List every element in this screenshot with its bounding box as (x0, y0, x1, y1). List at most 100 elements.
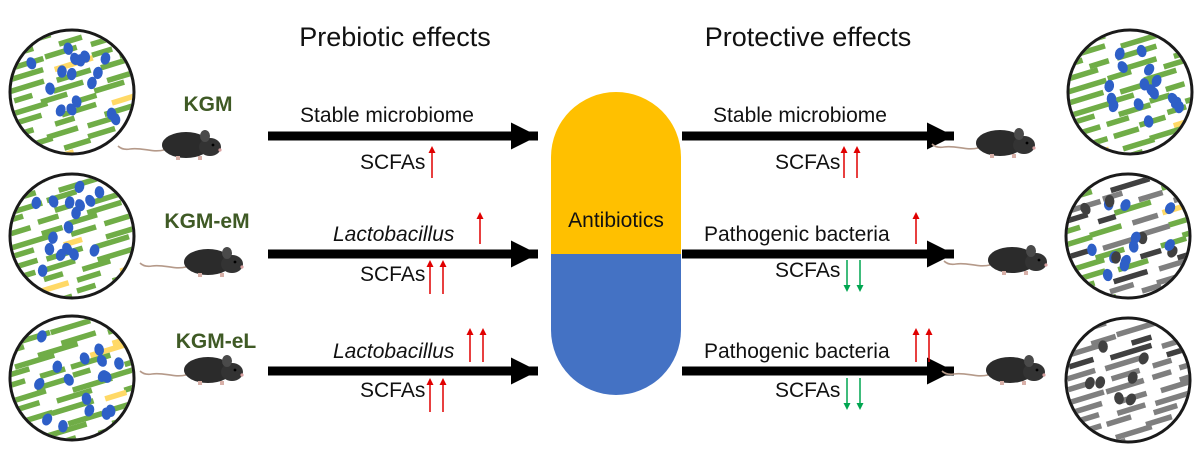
microbiome-circle-kgm-em (8, 172, 136, 300)
row1-right-label: Stable microbiome (713, 104, 887, 127)
bacteria-rod (86, 199, 123, 216)
bacteria-rod (1068, 257, 1105, 274)
bacteria-rod (1067, 367, 1096, 382)
bacteria-rod (1152, 357, 1173, 369)
bacteria-rod (1149, 149, 1176, 153)
bacteria-coccus (1095, 376, 1106, 389)
mouse-nose (1042, 373, 1046, 377)
bacteria-rod (1067, 435, 1094, 441)
bacteria-rod (1160, 379, 1189, 394)
bacteria-rod (1120, 32, 1159, 49)
mouse-head (199, 138, 221, 156)
bacteria-coccus (89, 244, 100, 257)
bacteria-rod (1109, 281, 1135, 295)
bacteria-coccus (1136, 44, 1147, 58)
bacteria-rod (1191, 139, 1200, 150)
bacteria-coccus (1149, 87, 1159, 100)
bacteria-coccus (1174, 100, 1184, 114)
bacteria-rod (1067, 292, 1090, 297)
microbiome-circle-dysbiotic (1064, 316, 1192, 444)
bacteria-rod (1173, 280, 1189, 296)
bacteria-rod (1116, 402, 1147, 417)
bacteria-rod (11, 366, 31, 380)
circle-border (8, 172, 136, 300)
bacteria-coccus (1128, 240, 1139, 253)
indicator-arrow-down (856, 260, 864, 292)
bacteria-coccus (94, 343, 104, 356)
mouse-eye (233, 368, 237, 372)
indicator-arrow-up (476, 212, 484, 244)
mouse-head (1013, 136, 1035, 154)
bacteria-coccus (48, 195, 59, 208)
bacteria-rod (1094, 246, 1126, 261)
bacteria-rod (123, 127, 133, 139)
bacteria-coccus (84, 404, 95, 417)
bacteria-rod (1067, 211, 1089, 227)
bacteria-coccus (87, 76, 97, 90)
bacteria-rod (43, 271, 64, 283)
bacteria-coccus (70, 52, 80, 66)
indicator-arrow-up (426, 378, 434, 412)
bacteria-rod (1152, 402, 1179, 416)
mouse-tail (117, 145, 165, 152)
bacteria-rod (1148, 92, 1171, 104)
bacteria-rod (1151, 369, 1172, 381)
indicator-arrow-up (466, 328, 474, 362)
bacteria-coccus (1164, 239, 1175, 251)
bacteria-rod (1067, 280, 1096, 296)
mouse-foot (1012, 154, 1016, 158)
bacteria-rod (1069, 89, 1105, 107)
bacteria-rod (1089, 223, 1123, 239)
row2-left-label: Lactobacillus (333, 223, 455, 246)
bacteria-coccus (1106, 92, 1117, 106)
bacteria-rod (11, 433, 39, 439)
bacteria-rod (63, 137, 92, 151)
microbiome-circle-mixed (1064, 172, 1192, 300)
sample-label-kgm: KGM (184, 93, 233, 116)
bacteria-coccus (1138, 352, 1149, 365)
bacteria-rod (113, 176, 133, 193)
sample-label-kgm-el: KGM-eL (176, 330, 257, 353)
bacteria-rod (135, 81, 158, 93)
bacteria-rod (1068, 356, 1095, 370)
bacteria-rod (1122, 136, 1156, 152)
mouse-body (184, 357, 232, 383)
circle-border (1064, 172, 1192, 300)
bacteria-coccus (31, 196, 42, 210)
bacteria-rod (11, 225, 32, 237)
bacteria-rod (1162, 57, 1187, 70)
bacteria-coccus (80, 50, 91, 63)
bacteria-rod (1145, 414, 1173, 428)
bacteria-rod (11, 233, 52, 251)
mouse-foot (198, 156, 202, 160)
mouse-icon (139, 355, 244, 385)
bacteria-coccus (63, 373, 74, 386)
indicator-arrow-up (439, 378, 447, 412)
bacteria-rod (87, 125, 116, 140)
bacteria-coccus (42, 413, 53, 426)
bacteria-coccus (1151, 74, 1162, 87)
bacteria-coccus (69, 248, 79, 261)
bacteria-rod (136, 55, 174, 71)
bacteria-rod (137, 343, 166, 357)
bacteria-rod (104, 364, 133, 381)
bacteria-rod (11, 282, 23, 294)
bacteria-rod (40, 224, 64, 237)
bacteria-rod (1184, 434, 1189, 441)
antibiotics-capsule: Antibiotics (551, 92, 681, 395)
bacteria-coccus (96, 354, 107, 367)
mouse-body (986, 357, 1034, 383)
bacteria-coccus (1143, 115, 1154, 128)
bacteria-coccus (71, 95, 82, 108)
mouse-foot (1002, 271, 1006, 275)
indicator-arrows (426, 146, 933, 412)
bacteria-rod (125, 291, 133, 297)
mouse-tail (943, 260, 991, 267)
indicator-arrow-up (925, 328, 933, 362)
mouse-foot (990, 154, 994, 158)
bacteria-rod (103, 211, 133, 227)
indicator-arrow-up (479, 328, 487, 362)
row3-right-scfa: SCFAs (775, 379, 840, 402)
header-prebiotic: Prebiotic effects (299, 22, 491, 52)
indicator-arrow-up (428, 146, 436, 178)
